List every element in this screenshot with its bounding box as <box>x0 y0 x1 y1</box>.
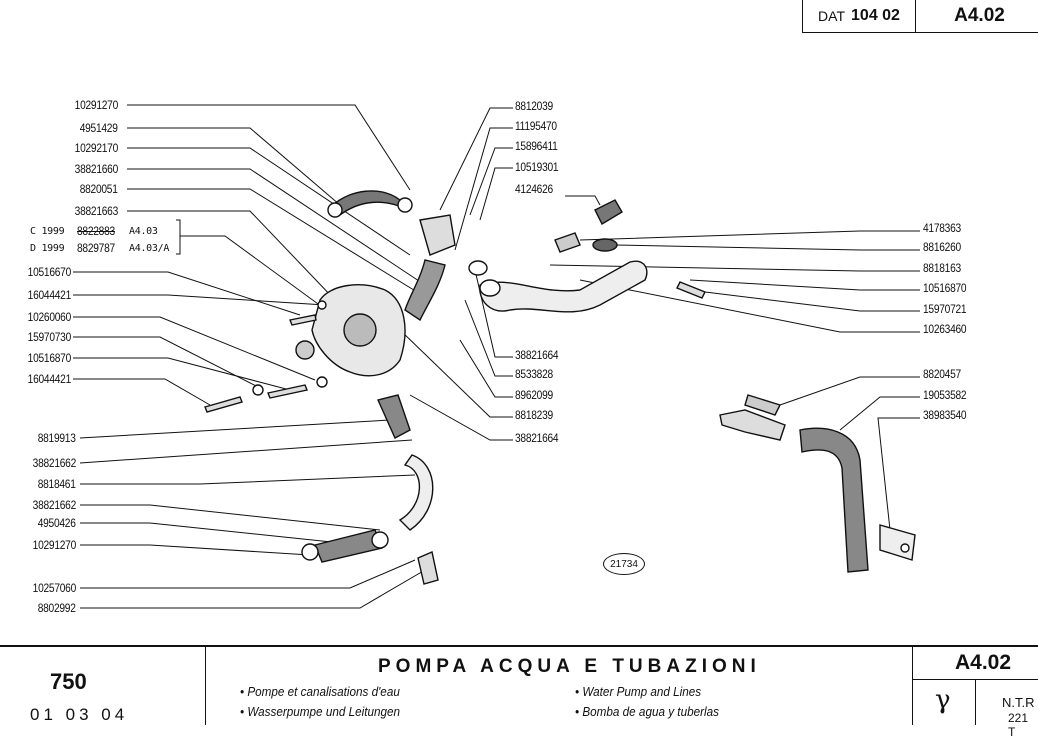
variant-prefix: C 1999 <box>30 226 65 237</box>
ntr-sub: 221 T <box>1008 711 1029 739</box>
part-label: 4950426 <box>38 516 76 530</box>
part-label: 8818163 <box>923 261 961 275</box>
part-label: 38821663 <box>74 204 119 218</box>
part-label: 10257060 <box>32 581 77 595</box>
dat-number: 104 02 <box>851 6 900 24</box>
divider <box>912 647 913 725</box>
part-label: 8802992 <box>38 601 76 615</box>
part-label: 16044421 <box>27 372 72 386</box>
sheet-title: POMPA ACQUA E TUBAZIONI <box>378 656 761 677</box>
model-number: 750 <box>50 669 87 694</box>
dat-code: DAT 104 02 <box>803 0 916 32</box>
part-label: 8533828 <box>515 367 553 381</box>
part-label: 38821664 <box>515 431 559 445</box>
handwritten-mark: γ <box>935 685 951 715</box>
parts <box>204 190 916 585</box>
part-label: 38821662 <box>32 498 77 512</box>
part-label: 4951429 <box>80 121 118 135</box>
part-label: 8816260 <box>923 240 961 254</box>
part-label: 38821662 <box>32 456 77 470</box>
exploded-parts-diagram <box>73 104 920 609</box>
part-label: 10291270 <box>32 538 77 552</box>
variant-part: 8822883 <box>77 224 115 238</box>
part-label: 8812039 <box>515 99 553 113</box>
part-label: 38821664 <box>515 348 559 362</box>
sheet-code: A4.02 <box>954 4 1005 26</box>
issue-date: 01 03 04 <box>30 705 129 724</box>
drawing-number-badge: 21734 <box>603 553 645 575</box>
title-en: • Water Pump and Lines <box>575 684 702 699</box>
variant-part: 8829787 <box>77 241 115 255</box>
part-label: 38983540 <box>923 408 967 422</box>
part-label: 8820051 <box>80 182 118 196</box>
part-label: 10519301 <box>515 160 559 174</box>
divider <box>205 647 206 725</box>
part-label: 10263460 <box>923 322 967 336</box>
part-label: 4124626 <box>515 182 553 196</box>
part-label: 8962099 <box>515 388 553 402</box>
part-label: 8818239 <box>515 408 553 422</box>
variant-ref: A4.03 <box>129 226 158 237</box>
header-box: DAT 104 02 A4.02 <box>802 0 1038 33</box>
sheet-code-footer: A4.02 <box>955 651 1012 674</box>
ntr-label: N.T.R <box>1002 695 1035 710</box>
title-de: • Wasserpumpe und Leitungen <box>240 704 400 719</box>
title-block: 750 01 03 04 POMPA ACQUA E TUBAZIONI • P… <box>0 645 1038 739</box>
part-label: 8819913 <box>38 431 76 445</box>
title-es: • Bomba de agua y tuberlas <box>575 704 719 719</box>
part-label: 10260060 <box>27 310 72 324</box>
title-fr: • Pompe et canalisations d'eau <box>240 684 400 699</box>
part-label: 11195470 <box>515 119 557 133</box>
part-label: 8820457 <box>923 367 961 381</box>
part-label: 15896411 <box>515 139 558 153</box>
part-label: 10516670 <box>27 265 72 279</box>
divider <box>975 679 976 725</box>
variant-ref: A4.03/A <box>129 243 170 254</box>
part-label: 10516870 <box>27 351 72 365</box>
part-label: 8818461 <box>38 477 76 491</box>
variant-prefix: D 1999 <box>30 243 65 254</box>
part-label: 19053582 <box>923 388 967 402</box>
part-label: 10516870 <box>923 281 967 295</box>
part-label: 4178363 <box>923 221 961 235</box>
dat-prefix: DAT <box>818 7 846 24</box>
part-label: 16044421 <box>27 288 72 302</box>
part-label: 38821660 <box>74 162 119 176</box>
part-label: 15970730 <box>27 330 72 344</box>
part-label: 10292170 <box>74 141 119 155</box>
part-label: 10291270 <box>74 98 119 112</box>
part-label: 15970721 <box>923 302 967 316</box>
